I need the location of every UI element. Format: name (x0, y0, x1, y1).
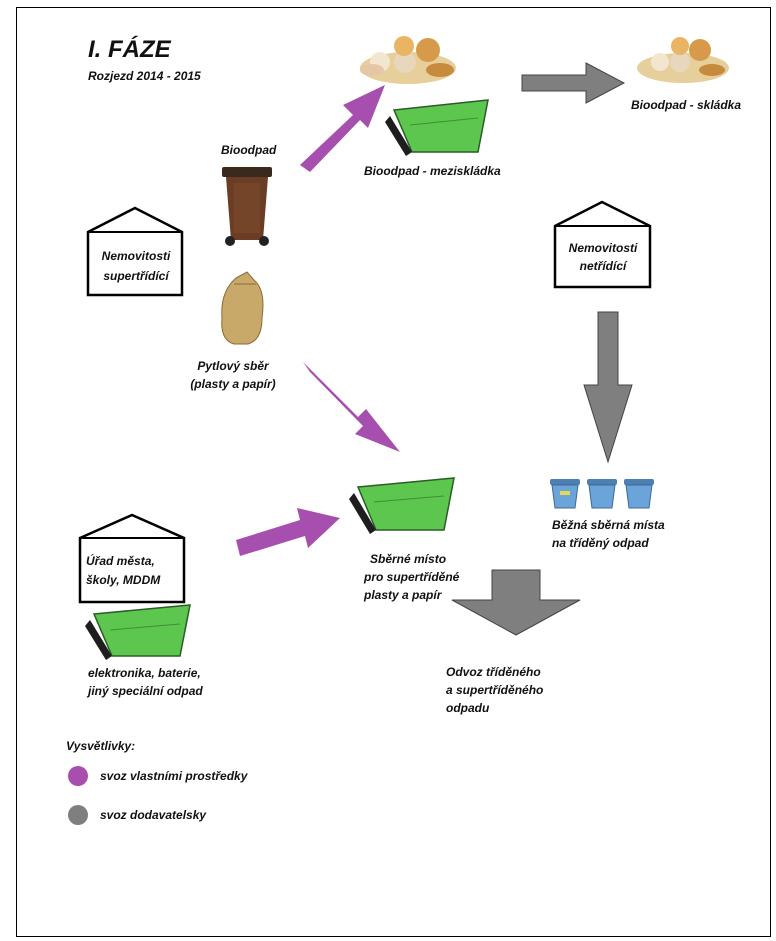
label-elektronika-2: jiný speciální odpad (88, 684, 203, 698)
page-frame (16, 7, 771, 937)
arrow-netridi-to-bezna (583, 311, 633, 464)
food-waste-image-2 (637, 37, 729, 83)
label-bioodpad-mezisklad: Bioodpad - meziskládka (364, 164, 501, 178)
sack (221, 271, 264, 345)
blue-bin-2 (587, 479, 617, 509)
arrow-pytlovy-to-sberne (303, 362, 400, 452)
arrow-mezisklad-to-skladka (521, 62, 626, 104)
legend-item-gray: svoz dodavatelsky (100, 808, 207, 822)
container-mezisklad (385, 99, 489, 156)
label-elektronika-1: elektronika, baterie, (88, 666, 201, 680)
container-sberne (349, 477, 455, 534)
label-bioodpad: Bioodpad (221, 143, 277, 157)
container-elektronika (85, 604, 191, 660)
label-nemovitosti-netridi-2: netřídící (579, 259, 627, 273)
label-nemovitosti-super-2: supertřídící (103, 269, 169, 283)
label-odvoz-2: a supertříděného (446, 683, 544, 697)
label-bezna-2: na tříděný odpad (552, 536, 649, 550)
arrow-bio-to-mezisklad (300, 85, 385, 172)
legend-item-purple: svoz vlastními prostředky (100, 769, 248, 783)
label-urad-2: školy, MDDM (86, 573, 161, 587)
label-sberne-2: pro supertříděné (364, 570, 460, 584)
label-pytlovy-2: (plasty a papír) (190, 377, 276, 391)
label-sberne-3: plasty a papír (364, 588, 442, 602)
label-urad-1: Úřad města, (86, 554, 155, 568)
label-sberne-1: Sběrné místo (370, 552, 447, 566)
label-bezna-1: Běžná sběrná místa (552, 518, 665, 532)
legend-dot-purple (68, 766, 88, 786)
blue-bin-1 (550, 479, 580, 509)
page-subtitle: Rozjezd 2014 - 2015 (88, 69, 201, 83)
label-pytlovy-1: Pytlový sběr (197, 359, 269, 373)
label-nemovitosti-super-1: Nemovitosti (101, 249, 171, 263)
label-odvoz-1: Odvoz tříděného (446, 665, 541, 679)
label-nemovitosti-netridi-1: Nemovitosti (568, 241, 638, 255)
legend-dot-gray (68, 805, 88, 825)
legend-title: Vysvětlivky: (66, 739, 136, 753)
bio-bin (222, 167, 272, 246)
house-netridici (553, 200, 652, 289)
house-urad (78, 513, 186, 604)
food-waste-image-1 (360, 36, 456, 84)
label-bioodpad-skladka: Bioodpad - skládka (631, 98, 742, 112)
page-title: I. FÁZE (88, 36, 171, 63)
label-odvoz-3: odpadu (446, 701, 490, 715)
arrow-urad-to-sberne (236, 508, 340, 556)
house-supertridici (86, 206, 184, 297)
arrow-odvoz (451, 569, 581, 636)
blue-bin-3 (624, 479, 654, 509)
